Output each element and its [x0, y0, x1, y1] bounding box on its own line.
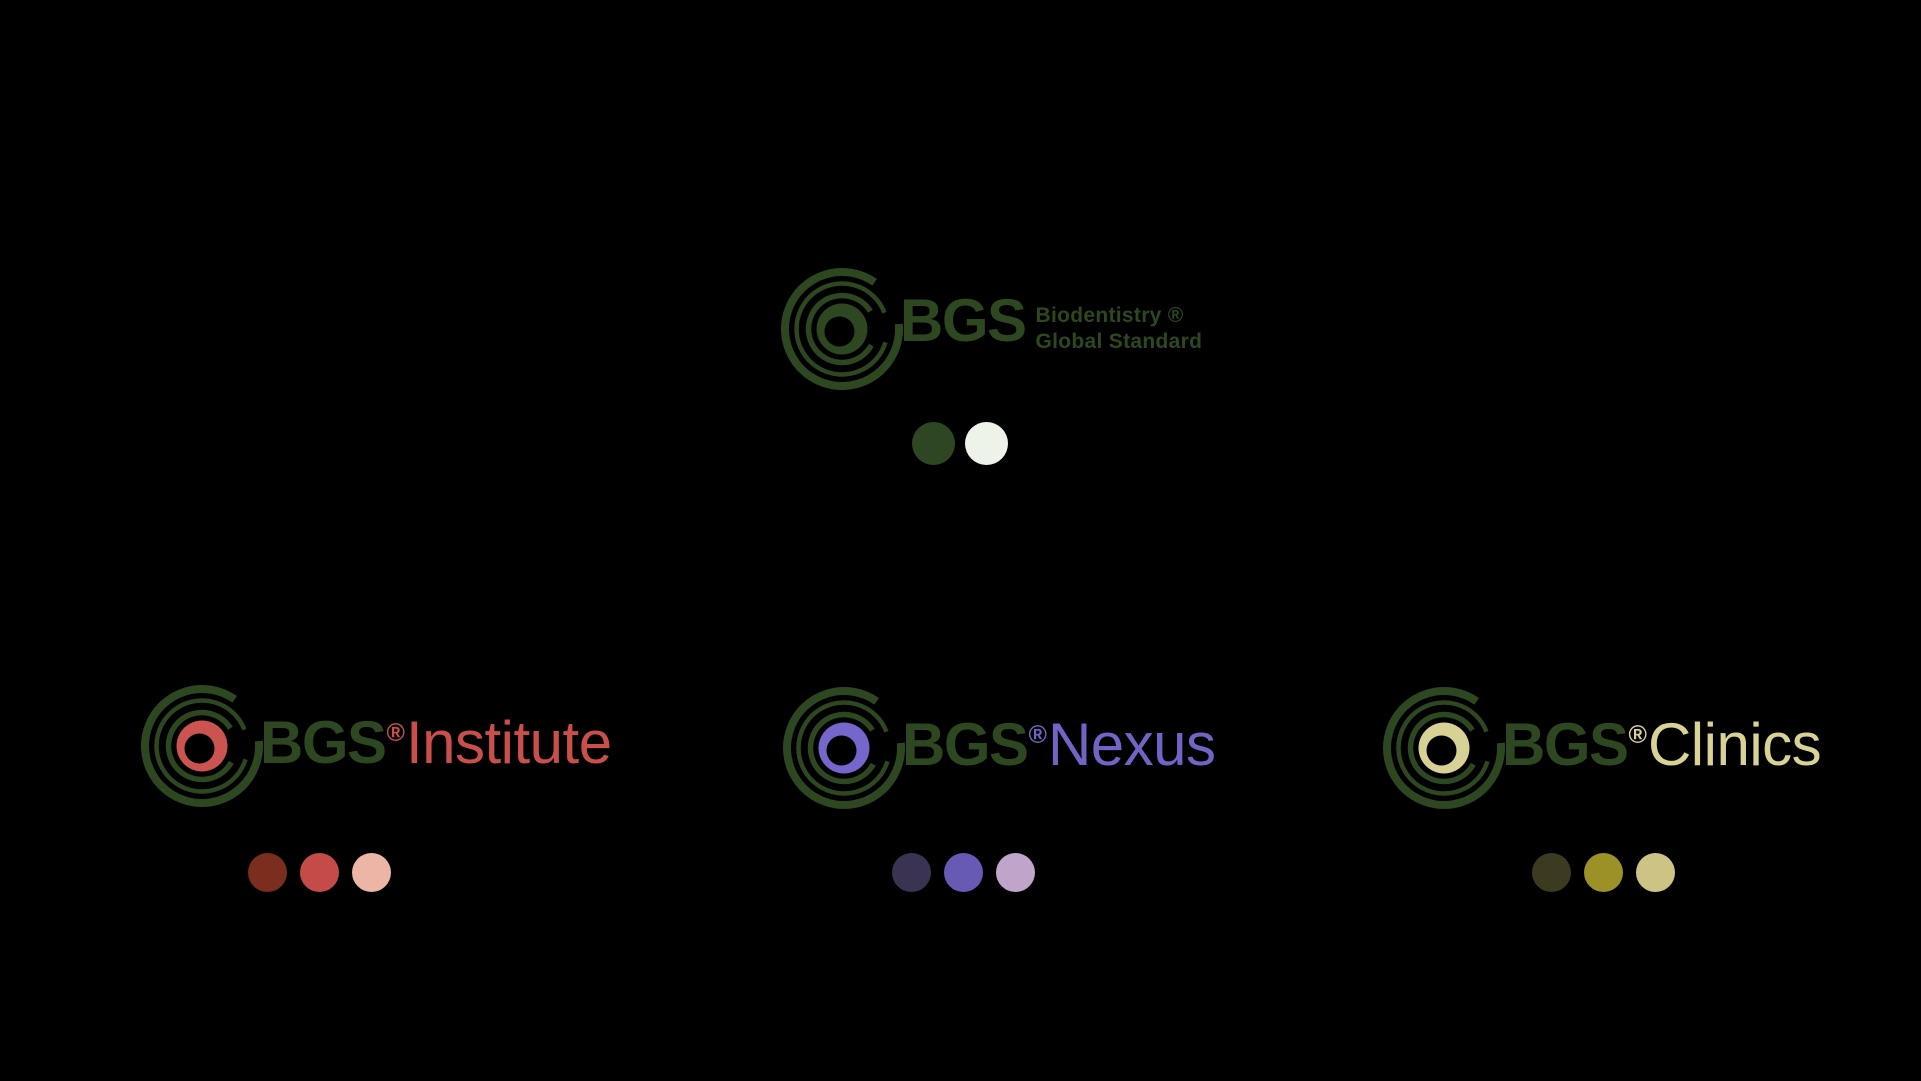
institute-suffix: Institute [405, 709, 612, 776]
bgs-clinics-logo: BGS®Clinics [1380, 684, 1822, 812]
master-tagline: Biodentistry ® Global Standard [1036, 303, 1203, 355]
registered-mark-icon: ® [386, 719, 405, 747]
palette-swatch-red [300, 853, 339, 892]
institute-wordmark: BGS [260, 709, 387, 776]
palette-swatch-dark-purple [892, 853, 931, 892]
master-wordmark: BGS [900, 287, 1027, 354]
palette-swatch-light-lavender [996, 853, 1035, 892]
bgs-master-logo: BGS Biodentistry ® Global Standard [778, 265, 1202, 393]
registered-mark-icon: ® [1628, 721, 1647, 749]
clinics-lockup: BGS®Clinics [1502, 705, 1822, 791]
palette-swatch-light-pink [352, 853, 391, 892]
institute-lockup: BGS®Institute [260, 703, 612, 789]
master-lockup: BGS [900, 291, 1027, 367]
bgs-nexus-logo: BGS®Nexus [780, 684, 1216, 812]
palette-swatch-dark-olive [1532, 853, 1571, 892]
nexus-wordmark: BGS [902, 711, 1029, 778]
palette-swatch-khaki [1636, 853, 1675, 892]
clinics-suffix: Clinics [1647, 711, 1822, 778]
bgs-institute-logo: BGS®Institute [138, 682, 612, 810]
tagline-line-2: Global Standard [1035, 330, 1203, 353]
clinics-palette [1532, 853, 1675, 892]
clinics-wordmark: BGS [1502, 711, 1629, 778]
nexus-lockup: BGS®Nexus [902, 705, 1216, 791]
institute-palette [248, 853, 391, 892]
bgs-rings-icon [780, 684, 908, 812]
registered-mark-icon: ® [1028, 721, 1047, 749]
master-palette [912, 422, 1008, 465]
palette-swatch-olive [1584, 853, 1623, 892]
bgs-rings-icon [138, 682, 266, 810]
palette-swatch-forest-green [912, 422, 955, 465]
nexus-suffix: Nexus [1047, 711, 1216, 778]
tagline-line-1: Biodentistry ® [1035, 304, 1184, 327]
bgs-rings-icon [778, 265, 906, 393]
palette-swatch-dark-red [248, 853, 287, 892]
palette-swatch-purple [944, 853, 983, 892]
bgs-rings-icon [1380, 684, 1508, 812]
palette-swatch-off-white [965, 422, 1008, 465]
nexus-palette [892, 853, 1035, 892]
